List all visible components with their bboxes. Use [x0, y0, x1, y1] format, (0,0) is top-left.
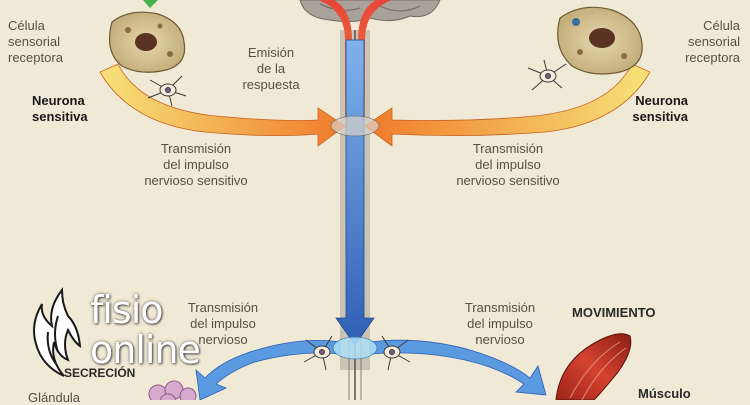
label-cell-right: Célula sensorial receptora [646, 18, 740, 66]
muscle [556, 334, 631, 400]
receptor-cell-left [110, 12, 185, 72]
sensory-synapse [331, 116, 379, 136]
label-neuron-left: Neurona sensitiva [32, 93, 88, 125]
label-gland: Glándula [28, 390, 80, 405]
label-neuron-right: Neurona sensitiva [592, 93, 688, 125]
gland [149, 381, 196, 400]
label-movement: MOVIMIENTO [572, 305, 656, 320]
label-transmission-motor-right: Transmisión del impulso nervioso [444, 300, 556, 348]
flame-icon [28, 286, 88, 381]
label-response: Emisión de la respuesta [224, 45, 318, 93]
label-transmission-sensory-left: Transmisión del impulso nervioso sensiti… [116, 141, 276, 189]
sensory-neuron-right [528, 60, 566, 90]
label-cell-left: Célula sensorial receptora [8, 18, 63, 66]
label-transmission-sensory-right: Transmisión del impulso nervioso sensiti… [428, 141, 588, 189]
logo-word-online: online [90, 330, 200, 370]
receptor-cell-right [558, 7, 642, 74]
motor-synapse [333, 337, 377, 359]
stimulus-arrow [143, 0, 158, 8]
label-muscle: Músculo [638, 386, 691, 401]
logo-word-fisio: fisio [90, 290, 163, 330]
fisio-online-logo: fisio online [28, 286, 238, 381]
